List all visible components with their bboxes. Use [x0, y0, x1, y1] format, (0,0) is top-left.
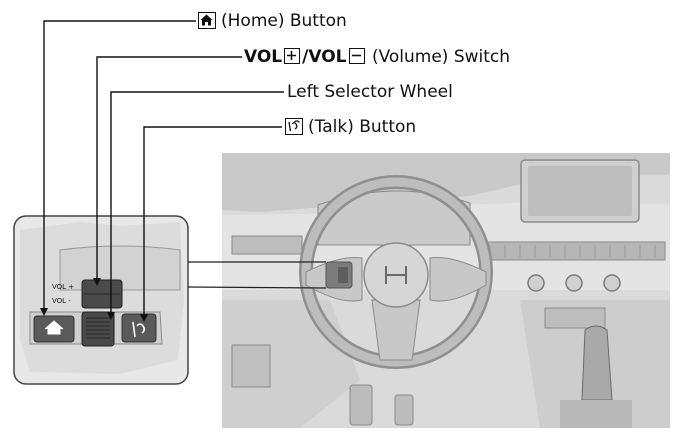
vol-plus-label: VOL: [244, 47, 283, 67]
zoom-connector: [187, 261, 327, 289]
plus-icon: [284, 48, 301, 64]
home-button-label: (Home) Button: [221, 11, 347, 31]
cabin-illustration: [222, 153, 670, 428]
talk-icon: [285, 118, 303, 135]
vol-minus-text: VOL -: [52, 297, 71, 305]
leader-arrows: [40, 278, 148, 322]
leader-lines: [43, 20, 284, 318]
volume-switch-callout: VOL/VOL (Volume) Switch: [244, 47, 510, 67]
left-selector-label: Left Selector Wheel: [287, 82, 453, 102]
volume-slash: /: [302, 47, 309, 67]
vol-plus-text: VOL +: [52, 283, 74, 291]
home-button-callout: (Home) Button: [198, 11, 347, 31]
vol-minus-label: VOL: [308, 47, 347, 67]
home-icon: [198, 12, 216, 29]
talk-button-callout: (Talk) Button: [285, 117, 416, 137]
switch-inset: VOL + VOL -: [13, 215, 189, 385]
talk-button-label: (Talk) Button: [308, 117, 417, 137]
left-selector-callout: Left Selector Wheel: [287, 82, 453, 102]
volume-switch-label: (Volume) Switch: [371, 47, 511, 67]
minus-icon: [348, 48, 365, 64]
